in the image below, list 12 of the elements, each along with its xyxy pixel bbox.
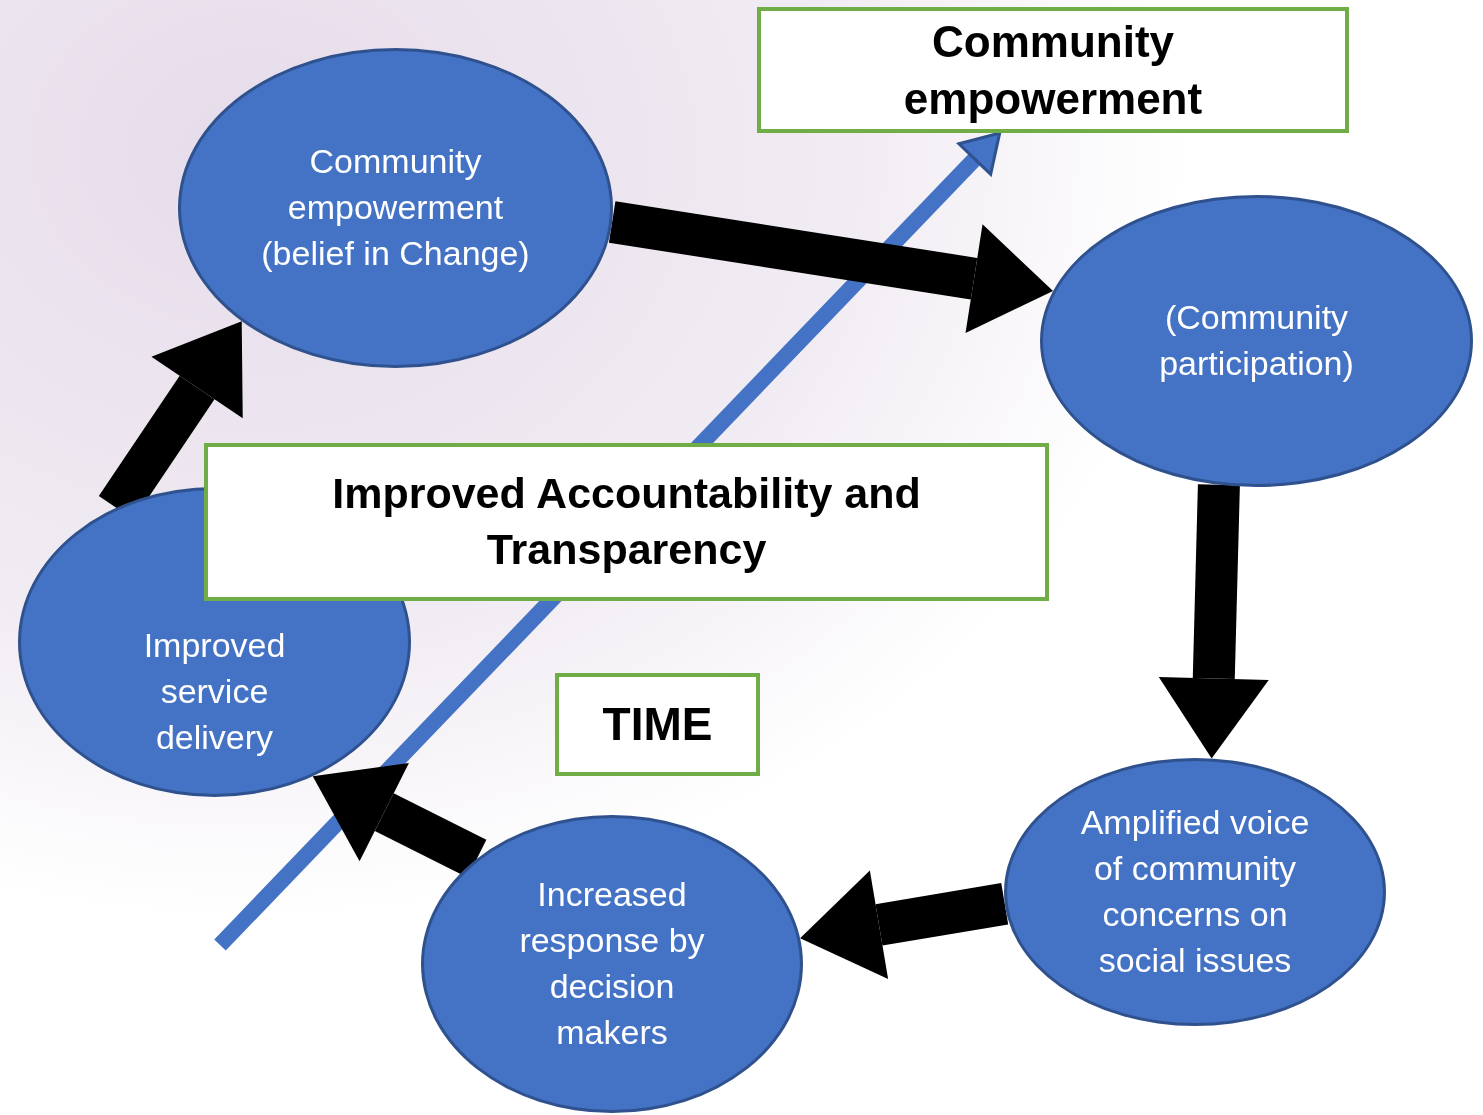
node-label: Increased response by decision makers — [518, 874, 706, 1053]
title-box — [204, 443, 1049, 601]
node-label: TIME — [601, 696, 714, 752]
node-label: Improved Accountability and Transparency — [331, 468, 922, 575]
title-box — [757, 7, 1349, 133]
node-label: Amplified voice of community concerns on social issues — [1079, 802, 1311, 981]
node-label: Community empowerment (belief in Change) — [260, 141, 531, 274]
node-label: (Community participation) — [1158, 297, 1355, 384]
node-label: Community empowerment — [902, 15, 1204, 125]
title-box — [555, 673, 760, 776]
block-arrow — [800, 870, 1009, 980]
node-label: Improved service delivery — [142, 625, 287, 758]
